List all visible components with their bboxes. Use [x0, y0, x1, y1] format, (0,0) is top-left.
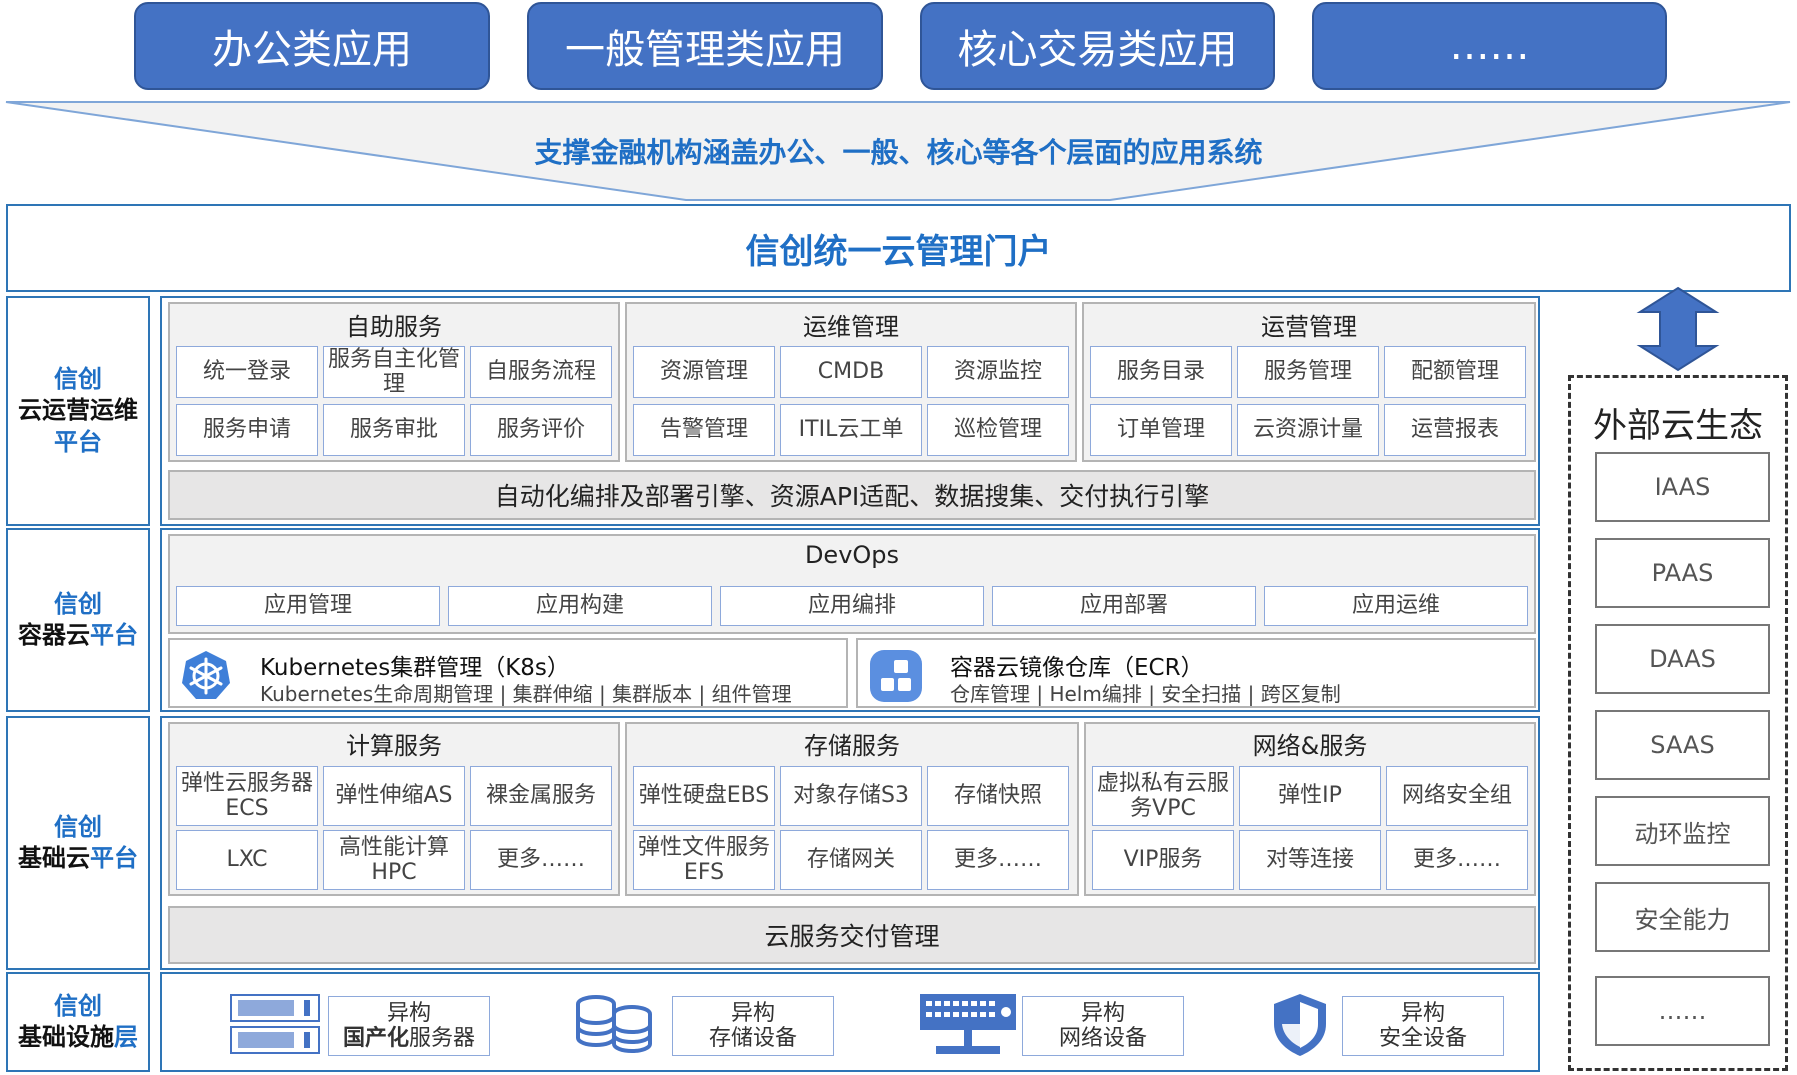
ext-iaas[interactable]: IAAS [1595, 452, 1770, 522]
app-general[interactable]: 一般管理类应用 [527, 2, 883, 90]
cell-ecs[interactable]: 弹性云服务器ECS [176, 766, 318, 826]
automation-engine-bar[interactable]: 自动化编排及部署引擎、资源API适配、数据搜集、交付执行引擎 [168, 470, 1536, 520]
cloud-delivery-bar[interactable]: 云服务交付管理 [168, 906, 1536, 964]
cell-network-more[interactable]: 更多…… [1386, 830, 1528, 890]
kubernetes-icon [182, 651, 230, 699]
ecr-registry-panel[interactable]: 容器云镜像仓库（ECR） 仓库管理 | Helm编排 | 安全扫描 | 跨区复制 [856, 638, 1536, 708]
cell-security-group[interactable]: 网络安全组 [1386, 766, 1528, 826]
layer-label-basecloud: 信创 基础云平台 [6, 716, 150, 970]
basecloud-layer: 计算服务 弹性云服务器ECS 弹性伸缩AS 裸金属服务 LXC 高性能计算HPC… [160, 716, 1540, 970]
cell-baremetal[interactable]: 裸金属服务 [470, 766, 612, 826]
ecr-description: 仓库管理 | Helm编排 | 安全扫描 | 跨区复制 [950, 682, 1341, 706]
cell-unified-login[interactable]: 统一登录 [176, 346, 318, 398]
ext-daas[interactable]: DAAS [1595, 624, 1770, 694]
unified-portal[interactable]: 信创统一云管理门户 [6, 204, 1791, 292]
funnel-shape [5, 101, 1791, 201]
app-office[interactable]: 办公类应用 [134, 2, 490, 90]
group-title: 运维管理 [803, 312, 899, 341]
ext-security[interactable]: 安全能力 [1595, 882, 1770, 952]
cell-service-request[interactable]: 服务申请 [176, 404, 318, 456]
cell-cmdb[interactable]: CMDB [780, 346, 922, 398]
container-layer: DevOps 应用管理 应用构建 应用编排 应用部署 应用运维 Kubernet… [160, 528, 1540, 712]
cell-autoscaling[interactable]: 弹性伸缩AS [323, 766, 465, 826]
external-ecosystem-panel: 外部云生态 IAAS PAAS DAAS SAAS 动环监控 安全能力 …… [1568, 375, 1788, 1071]
cell-service-approval[interactable]: 服务审批 [323, 404, 465, 456]
group-title: 网络&服务 [1252, 731, 1368, 760]
layer-label-ops: 信创 云运营运维 平台 [6, 296, 150, 526]
infra-layer: 异构 国产化服务器 异构 存储设备 异构 网络设备 [160, 972, 1540, 1072]
group-title: DevOps [804, 541, 900, 569]
layer-label-infra: 信创 基础设施层 [6, 972, 150, 1072]
funnel-caption: 支撑金融机构涵盖办公、一般、核心等各个层面的应用系统 [534, 136, 1263, 169]
ecr-title: 容器云镜像仓库（ECR） [950, 655, 1204, 681]
ext-env-monitor[interactable]: 动环监控 [1595, 796, 1770, 866]
cell-vpc[interactable]: 虚拟私有云服务VPC [1092, 766, 1234, 826]
cell-snapshot[interactable]: 存储快照 [927, 766, 1069, 826]
app-core-trade[interactable]: 核心交易类应用 [920, 2, 1275, 90]
cell-inspection-mgmt[interactable]: 巡检管理 [927, 404, 1069, 456]
cell-self-service-flow[interactable]: 自服务流程 [470, 346, 612, 398]
group-title: 存储服务 [804, 731, 900, 760]
shield-icon [1274, 994, 1326, 1056]
cell-ebs[interactable]: 弹性硬盘EBS [633, 766, 775, 826]
infra-server[interactable]: 异构 国产化服务器 [328, 996, 490, 1056]
cell-service-review[interactable]: 服务评价 [470, 404, 612, 456]
group-storage: 存储服务 弹性硬盘EBS 对象存储S3 存储快照 弹性文件服务EFS 存储网关 … [625, 722, 1079, 896]
double-arrow-icon [1636, 286, 1720, 372]
devops-app-mgmt[interactable]: 应用管理 [176, 586, 440, 626]
k8s-cluster-panel[interactable]: Kubernetes集群管理（K8s） Kubernetes生命周期管理 | 集… [168, 638, 848, 708]
devops-app-deploy[interactable]: 应用部署 [992, 586, 1256, 626]
cell-resource-monitor[interactable]: 资源监控 [927, 346, 1069, 398]
cell-service-catalog[interactable]: 服务目录 [1090, 346, 1232, 398]
cell-resource-mgmt[interactable]: 资源管理 [633, 346, 775, 398]
group-title: 计算服务 [346, 731, 442, 760]
group-ops-management: 运维管理 资源管理 CMDB 资源监控 告警管理 ITIL云工单 巡检管理 [625, 302, 1077, 462]
layer-label-container: 信创 容器云平台 [6, 528, 150, 712]
infra-security[interactable]: 异构 安全设备 [1342, 996, 1504, 1056]
server-icon [230, 994, 320, 1054]
cell-cloud-metering[interactable]: 云资源计量 [1237, 404, 1379, 456]
cell-itil-ticket[interactable]: ITIL云工单 [780, 404, 922, 456]
group-self-service: 自助服务 统一登录 服务自主化管理 自服务流程 服务申请 服务审批 服务评价 [168, 302, 620, 462]
cell-lxc[interactable]: LXC [176, 830, 318, 890]
cell-ops-report[interactable]: 运营报表 [1384, 404, 1526, 456]
cell-quota-mgmt[interactable]: 配额管理 [1384, 346, 1526, 398]
cell-peering[interactable]: 对等连接 [1239, 830, 1381, 890]
registry-icon [870, 650, 922, 702]
cell-storage-gateway[interactable]: 存储网关 [780, 830, 922, 890]
cell-s3[interactable]: 对象存储S3 [780, 766, 922, 826]
group-operation-management: 运营管理 服务目录 服务管理 配额管理 订单管理 云资源计量 运营报表 [1082, 302, 1536, 462]
cell-vip[interactable]: VIP服务 [1092, 830, 1234, 890]
devops-app-build[interactable]: 应用构建 [448, 586, 712, 626]
storage-icon [576, 995, 652, 1053]
app-more[interactable]: …… [1312, 2, 1667, 90]
cell-service-autonomy[interactable]: 服务自主化管理 [323, 346, 465, 398]
ops-layer: 自助服务 统一登录 服务自主化管理 自服务流程 服务申请 服务审批 服务评价 运… [160, 296, 1540, 526]
ext-saas[interactable]: SAAS [1595, 710, 1770, 780]
ext-more[interactable]: …… [1595, 976, 1770, 1046]
ext-paas[interactable]: PAAS [1595, 538, 1770, 608]
cell-hpc[interactable]: 高性能计算HPC [323, 830, 465, 890]
group-compute: 计算服务 弹性云服务器ECS 弹性伸缩AS 裸金属服务 LXC 高性能计算HPC… [168, 722, 620, 896]
group-network: 网络&服务 虚拟私有云服务VPC 弹性IP 网络安全组 VIP服务 对等连接 更… [1084, 722, 1536, 896]
cell-service-mgmt[interactable]: 服务管理 [1237, 346, 1379, 398]
cell-efs[interactable]: 弹性文件服务EFS [633, 830, 775, 890]
network-icon [920, 994, 1016, 1054]
k8s-description: Kubernetes生命周期管理 | 集群伸缩 | 集群版本 | 组件管理 [260, 682, 792, 706]
devops-app-orchestrate[interactable]: 应用编排 [720, 586, 984, 626]
group-devops: DevOps 应用管理 应用构建 应用编排 应用部署 应用运维 [168, 534, 1536, 634]
cell-alert-mgmt[interactable]: 告警管理 [633, 404, 775, 456]
infra-storage[interactable]: 异构 存储设备 [672, 996, 834, 1056]
cell-elastic-ip[interactable]: 弹性IP [1239, 766, 1381, 826]
devops-app-ops[interactable]: 应用运维 [1264, 586, 1528, 626]
cell-compute-more[interactable]: 更多…… [470, 830, 612, 890]
group-title: 运营管理 [1261, 312, 1357, 341]
external-title: 外部云生态 [1593, 406, 1763, 446]
k8s-title: Kubernetes集群管理（K8s） [260, 655, 570, 681]
infra-network[interactable]: 异构 网络设备 [1022, 996, 1184, 1056]
group-title: 自助服务 [346, 312, 442, 341]
cell-storage-more[interactable]: 更多…… [927, 830, 1069, 890]
cell-order-mgmt[interactable]: 订单管理 [1090, 404, 1232, 456]
